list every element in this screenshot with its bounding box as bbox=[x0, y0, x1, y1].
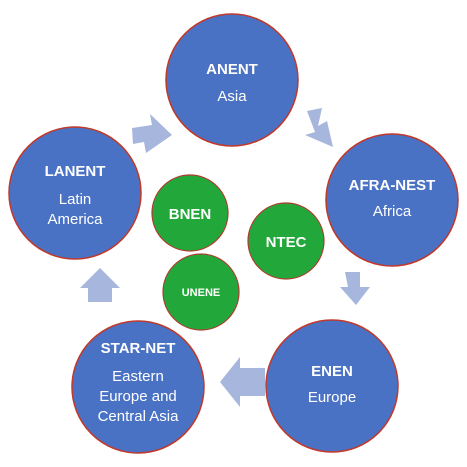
network-node-lanent-circle bbox=[8, 126, 142, 260]
arrow-anent-to-afra-nest-shape bbox=[305, 108, 333, 147]
network-node-anent: ANENT Asia bbox=[165, 13, 299, 147]
network-node-lanent: LANENT Latin America bbox=[8, 126, 142, 260]
network-node-afra-nest-region: Africa bbox=[373, 203, 412, 220]
arrow-lanent-to-anent bbox=[132, 114, 172, 153]
network-node-star-net-region-line-2: Europe and bbox=[99, 388, 177, 405]
hub-node-bnen-label: BNEN bbox=[169, 206, 212, 223]
network-node-star-net-region-line-3: Central Asia bbox=[98, 408, 180, 425]
hub-node-bnen: BNEN bbox=[151, 174, 229, 252]
network-node-anent-circle bbox=[165, 13, 299, 147]
network-node-afra-nest-circle bbox=[325, 133, 459, 267]
network-node-lanent-region-line-2: America bbox=[47, 211, 103, 228]
network-node-enen-circle bbox=[265, 319, 399, 453]
hub-node-ntec-circle bbox=[247, 202, 325, 280]
network-node-anent-region: Asia bbox=[217, 88, 247, 105]
network-node-star-net-circle bbox=[71, 320, 205, 454]
arrow-star-net-to-lanent-shape bbox=[80, 268, 120, 302]
hub-node-unene: UNENE bbox=[162, 253, 240, 331]
arrow-lanent-to-anent-shape bbox=[132, 114, 172, 153]
arrow-enen-to-star-net bbox=[220, 357, 265, 407]
arrow-anent-to-afra-nest bbox=[305, 108, 333, 147]
arrow-enen-to-star-net-shape bbox=[220, 357, 265, 407]
network-node-star-net-name: STAR-NET bbox=[101, 340, 176, 357]
network-node-enen-name: ENEN bbox=[311, 363, 353, 380]
arrow-star-net-to-lanent bbox=[80, 268, 120, 302]
hub-node-unene-label: UNENE bbox=[182, 287, 221, 299]
network-node-star-net-region-line-1: Eastern bbox=[112, 368, 164, 385]
network-node-star-net: STAR-NET Eastern Europe and Central Asia bbox=[71, 320, 205, 454]
network-node-anent-name: ANENT bbox=[206, 61, 258, 78]
network-node-afra-nest-name: AFRA-NEST bbox=[349, 177, 436, 194]
arrow-afra-nest-to-enen-shape bbox=[340, 272, 370, 305]
hub-node-ntec-label: NTEC bbox=[266, 234, 307, 251]
network-node-lanent-region-line-1: Latin bbox=[59, 191, 92, 208]
arrow-afra-nest-to-enen bbox=[340, 272, 370, 305]
network-node-lanent-name: LANENT bbox=[45, 163, 106, 180]
network-node-enen: ENEN Europe bbox=[265, 319, 399, 453]
hub-node-unene-circle bbox=[162, 253, 240, 331]
hub-node-ntec: NTEC bbox=[247, 202, 325, 280]
network-node-afra-nest: AFRA-NEST Africa bbox=[325, 133, 459, 267]
hub-node-bnen-circle bbox=[151, 174, 229, 252]
network-node-enen-region: Europe bbox=[308, 389, 356, 406]
